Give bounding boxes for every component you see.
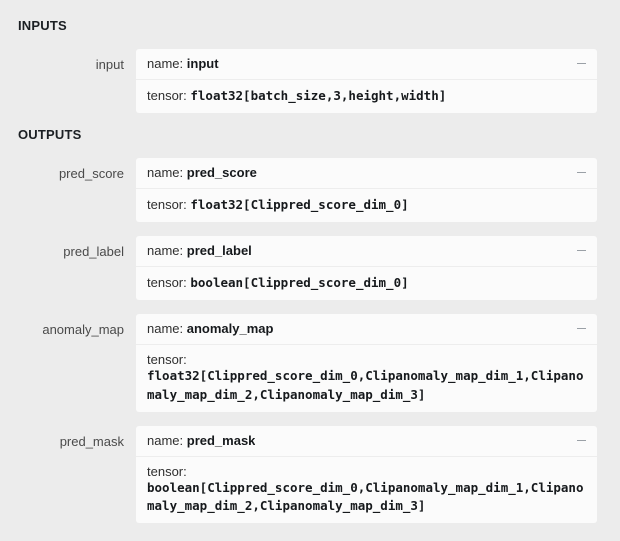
tensor-type-value: boolean[Clippred_score_dim_0] [190, 275, 409, 291]
name-text: name: pred_score [147, 165, 257, 180]
tensor-key-label: tensor: [147, 275, 187, 291]
name-key-label: name: [147, 56, 184, 71]
io-label-pred_mask: pred_mask [59, 433, 124, 449]
io-card-pred_mask[interactable]: name: pred_mask tensor:boolean[Clippred_s… [136, 425, 597, 523]
name-value: pred_score [186, 165, 257, 181]
card-name-row[interactable]: name: input [136, 49, 597, 80]
card-tensor-row: tensor: float32[batch_size,3,height,widt… [136, 80, 597, 113]
name-text: name: anomaly_map [147, 321, 273, 336]
name-text: name: input [147, 56, 219, 71]
name-value: pred_mask [186, 432, 256, 448]
name-value: anomaly_map [186, 321, 274, 337]
name-key-label: name: [147, 165, 184, 181]
tensor-key-label: tensor: [147, 197, 187, 213]
card-tensor-row: tensor: float32[Clippred_score_dim_0] [136, 189, 597, 222]
card-name-row[interactable]: name: anomaly_map [136, 314, 597, 346]
tensor-key-label: tensor: [147, 88, 187, 103]
minus-icon[interactable] [577, 328, 586, 330]
name-value: pred_label [186, 243, 252, 259]
tensor-type-value: float32[Clippred_score_dim_0,Clipanomaly… [147, 368, 584, 402]
name-key-label: name: [147, 321, 184, 337]
card-tensor-row: tensor:boolean[Clippred_score_dim_0,Clip… [136, 457, 597, 523]
io-label-anomaly_map: anomaly_map [42, 322, 124, 338]
name-key-label: name: [147, 243, 184, 259]
card-tensor-row: tensor:float32[Clippred_score_dim_0,Clip… [136, 345, 597, 411]
inputs-section-title: INPUTS [18, 18, 67, 33]
io-card-pred_label[interactable]: name: pred_label tensor: boolean[Clippred… [136, 236, 597, 301]
name-text: name: pred_mask [147, 433, 255, 448]
card-name-row[interactable]: name: pred_score [136, 158, 597, 190]
card-name-row[interactable]: name: pred_label [136, 236, 597, 268]
tensor-key-label: tensor: [147, 463, 187, 479]
minus-icon[interactable] [577, 172, 586, 174]
minus-icon[interactable] [577, 439, 586, 441]
name-value: input [186, 56, 219, 71]
io-card-input[interactable]: name: input tensor: float32[batch_size,3,… [136, 49, 597, 114]
minus-icon[interactable] [577, 63, 586, 64]
io-card-pred_score[interactable]: name: pred_score tensor: float32[Clippred… [136, 158, 597, 223]
tensor-type-value: boolean[Clippred_score_dim_0,Clipanomaly… [147, 479, 584, 513]
tensor-type-value: float32[Clippred_score_dim_0] [190, 197, 409, 213]
io-label-pred_score: pred_score [58, 166, 124, 182]
card-name-row[interactable]: name: pred_mask [136, 426, 597, 457]
card-tensor-row: tensor: boolean[Clippred_score_dim_0] [136, 267, 597, 300]
io-label-input: input [95, 57, 124, 72]
tensor-type-value: float32[batch_size,3,height,width] [190, 88, 447, 103]
io-card-anomaly_map[interactable]: name: anomaly_map tensor:float32[Clippred… [136, 314, 597, 412]
outputs-section-title: OUTPUTS [18, 127, 82, 143]
io-label-pred_label: pred_label [63, 244, 124, 260]
name-text: name: pred_label [147, 243, 252, 258]
tensor-key-label: tensor: [147, 352, 187, 368]
minus-icon[interactable] [577, 250, 586, 252]
name-key-label: name: [147, 432, 184, 448]
